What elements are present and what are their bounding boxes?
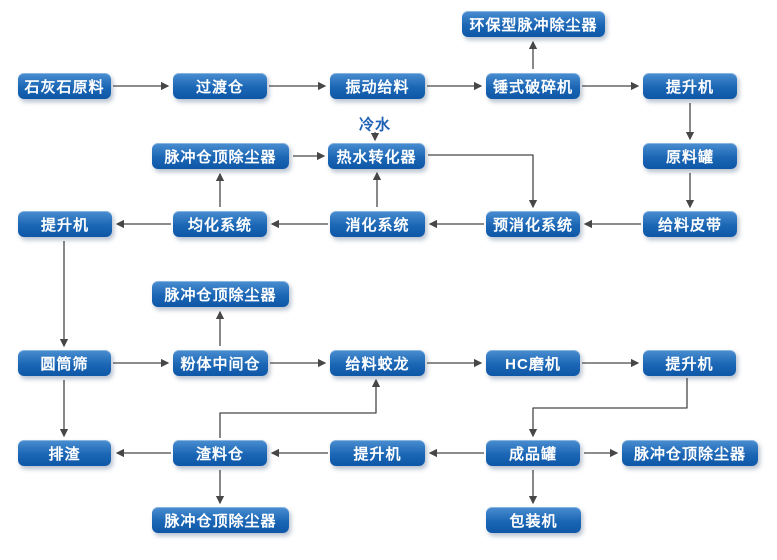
node-pulse-top-dust-right: 脉冲仓顶除尘器 <box>622 440 758 466</box>
node-hc-mill: HC磨机 <box>486 350 580 376</box>
node-drum-screen: 圆筒筛 <box>18 350 111 376</box>
node-transition-bin: 过渡仓 <box>173 73 267 99</box>
edge-elevator-mill-right-to-finished-product-tank <box>528 378 688 438</box>
node-pulse-top-dust-mid: 脉冲仓顶除尘器 <box>152 281 289 307</box>
node-pre-digestion-system: 预消化系统 <box>486 211 580 237</box>
node-vibrating-feeder: 振动给料 <box>330 73 425 99</box>
edge-hot-water-converter-to-pre-digestion-system <box>428 154 538 209</box>
node-feeding-screw: 给料蛟龙 <box>330 350 425 376</box>
node-slag-bin: 渣料仓 <box>173 440 267 466</box>
node-digestion-system: 消化系统 <box>330 211 425 237</box>
label-cold-water: 冷水 <box>358 116 392 134</box>
node-elevator-mid-left: 提升机 <box>18 211 112 237</box>
node-elevator-bottom-mid: 提升机 <box>330 440 425 466</box>
node-finished-product-tank: 成品罐 <box>486 440 580 466</box>
node-slag-discharge: 排渣 <box>18 440 111 466</box>
node-limestone-raw: 石灰石原料 <box>18 73 111 99</box>
node-pulse-top-dust-upper: 脉冲仓顶除尘器 <box>152 143 289 169</box>
node-hot-water-converter: 热水转化器 <box>328 143 425 169</box>
edge-slag-bin-to-feeding-screw <box>219 378 381 438</box>
node-eco-pulse-dust-collector: 环保型脉冲除尘器 <box>462 11 605 37</box>
node-packing-machine: 包装机 <box>486 507 581 533</box>
node-pulse-top-dust-bottom: 脉冲仓顶除尘器 <box>152 507 289 533</box>
node-elevator-mill-right: 提升机 <box>643 350 736 376</box>
node-elevator-top-right: 提升机 <box>643 73 737 99</box>
node-raw-material-tank: 原料罐 <box>643 143 737 169</box>
node-feeding-belt: 给料皮带 <box>643 211 737 237</box>
node-powder-middle-bin: 粉体中间仓 <box>173 350 268 376</box>
node-homogenization-system: 均化系统 <box>173 211 267 237</box>
node-hammer-crusher: 锤式破碎机 <box>486 73 580 99</box>
